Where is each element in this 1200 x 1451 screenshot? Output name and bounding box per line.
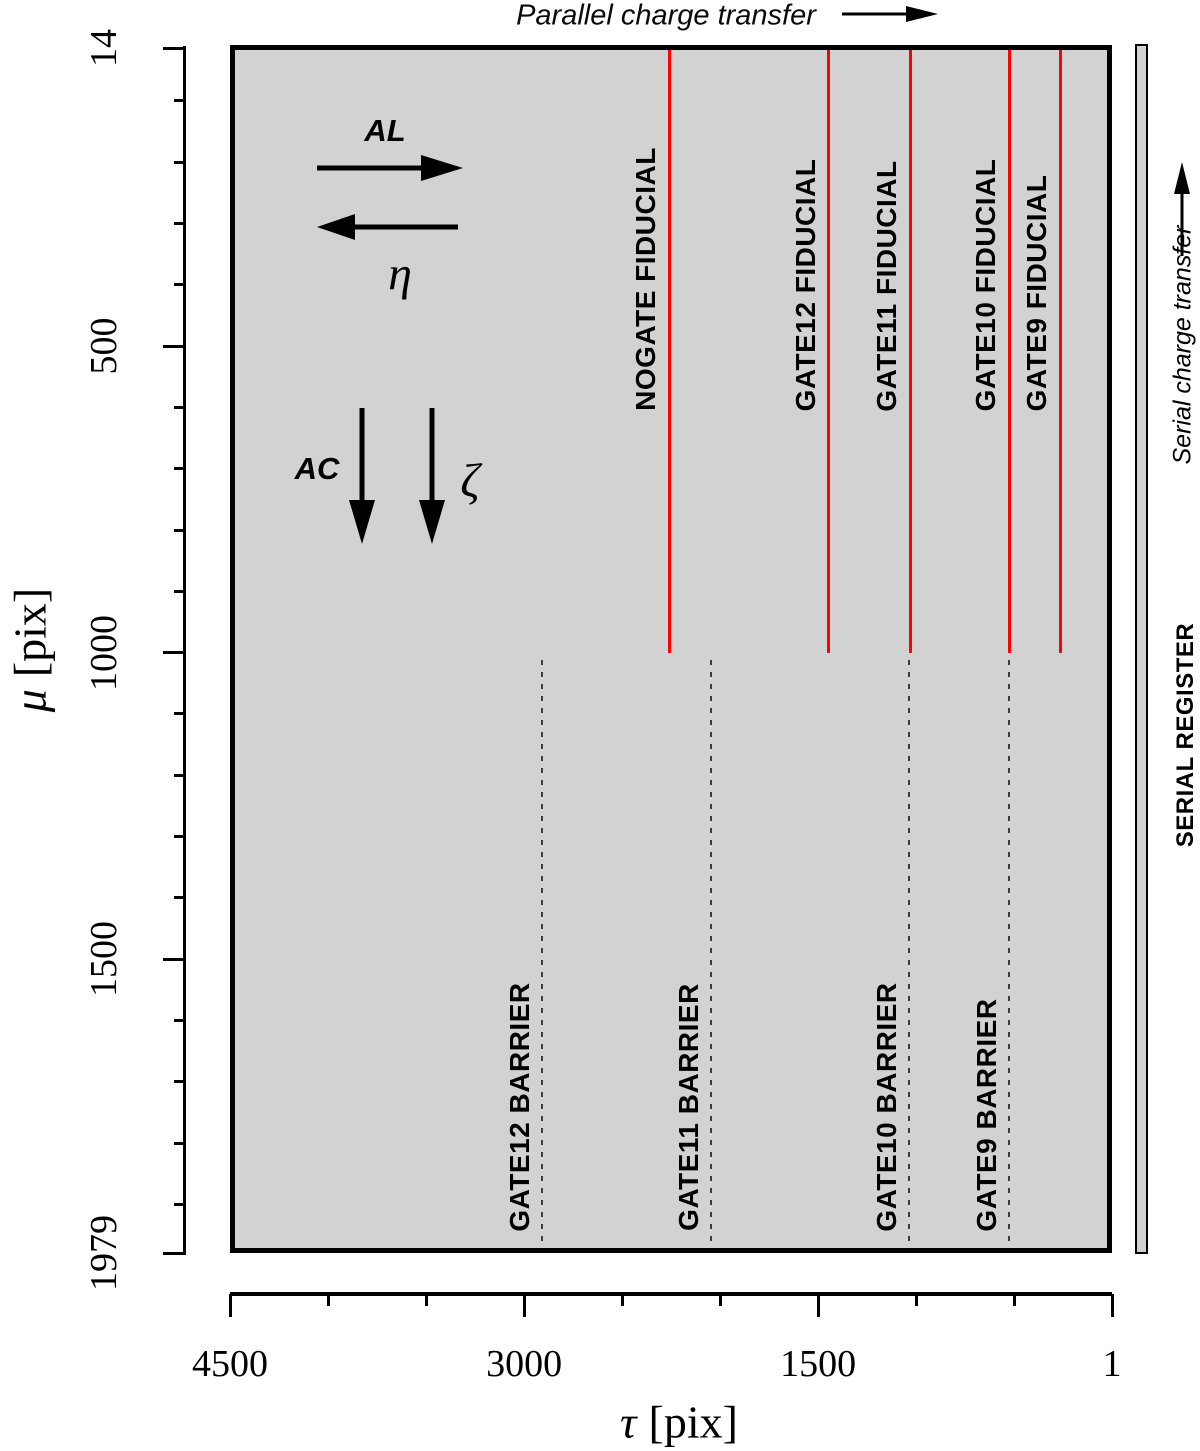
fiducial-line <box>1058 50 1062 653</box>
fiducial-label: GATE10 FIDUCIAL <box>970 158 1002 411</box>
y-axis-unit: [pix] <box>4 587 56 678</box>
ccd-image-area <box>230 45 1112 1253</box>
serial-transfer-label: Serial charge transfer <box>1168 225 1197 465</box>
x-tick-label: 3000 <box>486 1343 563 1385</box>
barrier-label: GATE12 BARRIER <box>503 981 535 1232</box>
y-minor-tick <box>174 99 184 103</box>
y-minor-tick <box>174 1019 184 1023</box>
x-axis-title: τ[pix] <box>620 1396 738 1449</box>
fiducial-line <box>667 50 671 653</box>
y-minor-tick <box>174 1080 184 1084</box>
y-major-tick <box>163 46 184 50</box>
ac-arrow-icon <box>349 408 375 544</box>
x-tick-label: 4500 <box>192 1343 268 1385</box>
fiducial-label: GATE12 FIDUCIAL <box>789 158 821 411</box>
x-minor-tick <box>1012 1294 1016 1306</box>
y-major-tick <box>163 957 184 961</box>
x-tick-label: 1500 <box>780 1343 857 1385</box>
y-minor-tick <box>174 835 184 839</box>
y-minor-tick <box>174 1141 184 1145</box>
x-minor-tick <box>326 1294 330 1306</box>
y-major-tick <box>163 1251 184 1255</box>
y-tick-label: 1979 <box>83 1215 125 1291</box>
fiducial-line <box>827 50 831 653</box>
zeta-label: ζ <box>460 454 480 508</box>
barrier-line <box>1008 659 1011 1246</box>
y-minor-tick <box>174 221 184 225</box>
x-minor-tick <box>914 1294 918 1306</box>
barrier-line <box>540 659 543 1246</box>
x-minor-tick <box>718 1294 722 1306</box>
barrier-line <box>908 659 911 1246</box>
fiducial-line <box>1007 50 1011 653</box>
x-axis-line <box>230 1292 1112 1296</box>
y-minor-tick <box>174 528 184 532</box>
y-major-tick <box>163 344 184 348</box>
x-minor-tick <box>620 1294 624 1306</box>
y-axis-title: μ [pix] <box>4 588 57 713</box>
x-axis-unit: [pix] <box>648 1396 738 1448</box>
ac-label: AC <box>294 451 340 486</box>
y-minor-tick <box>174 283 184 287</box>
y-minor-tick <box>174 1203 184 1207</box>
barrier-label: GATE9 BARRIER <box>971 997 1003 1232</box>
barrier-line <box>710 659 713 1246</box>
eta-arrow-icon <box>317 214 458 240</box>
al-arrow-icon <box>317 155 463 181</box>
x-major-tick <box>816 1294 820 1317</box>
y-minor-tick <box>174 589 184 593</box>
fiducial-line <box>908 50 912 653</box>
y-major-tick <box>163 651 184 655</box>
y-tick-label: 14 <box>83 29 125 67</box>
y-minor-tick <box>174 773 184 777</box>
barrier-label: GATE10 BARRIER <box>871 981 903 1232</box>
y-minor-tick <box>174 467 184 471</box>
x-minor-tick <box>424 1294 428 1306</box>
serial-register-label: SERIAL REGISTER <box>1172 622 1199 848</box>
y-minor-tick <box>174 405 184 409</box>
y-axis-line <box>183 46 186 1255</box>
y-tick-label: 500 <box>83 317 125 375</box>
fiducial-label: NOGATE FIDUCIAL <box>630 147 662 411</box>
y-tick-label: 1500 <box>83 921 125 998</box>
fiducial-label: GATE9 FIDUCIAL <box>1021 174 1053 411</box>
x-major-tick <box>1110 1294 1114 1317</box>
y-minor-tick <box>174 712 184 716</box>
parallel-arrow-icon <box>842 6 938 22</box>
y-minor-tick <box>174 160 184 164</box>
x-major-tick <box>522 1294 526 1317</box>
mu-symbol: μ <box>4 689 56 713</box>
tau-symbol: τ <box>620 1396 637 1448</box>
parallel-transfer-title: Parallel charge transfer <box>516 0 816 32</box>
al-label: AL <box>364 113 406 148</box>
serial-arrow-icon <box>1174 162 1190 256</box>
y-minor-tick <box>174 896 184 900</box>
barrier-label: GATE11 BARRIER <box>673 983 705 1231</box>
y-tick-label: 1000 <box>83 614 125 691</box>
fiducial-label: GATE11 FIDUCIAL <box>871 159 903 412</box>
zeta-arrow-icon <box>419 408 445 544</box>
eta-label: η <box>388 247 412 301</box>
x-major-tick <box>228 1294 232 1317</box>
x-tick-label: 1 <box>1102 1343 1122 1385</box>
serial-register-bar <box>1135 44 1148 1254</box>
